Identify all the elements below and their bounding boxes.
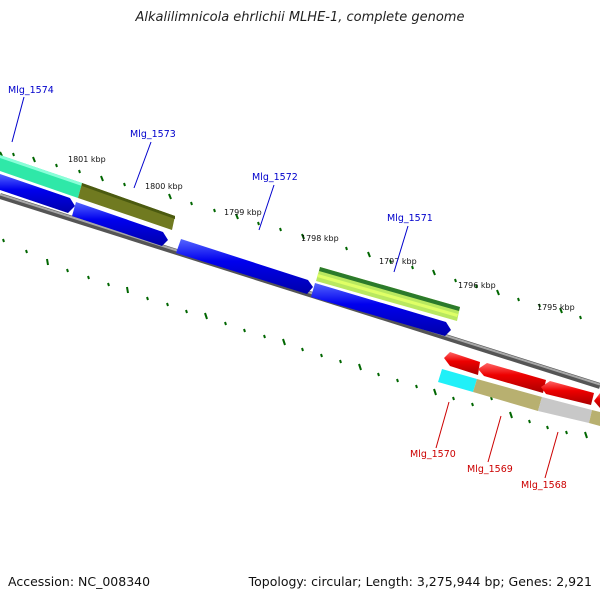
inner-tick-ring <box>2 238 588 439</box>
scale-label-1797: 1797 kbp <box>379 257 417 266</box>
cds-arrow-mlg-1574[interactable] <box>0 174 75 213</box>
cds-arrow-mlg-1572[interactable] <box>176 239 313 294</box>
cds-arrow-mlg-1571[interactable] <box>311 283 451 336</box>
scale-label-1796: 1796 kbp <box>458 281 496 290</box>
gene-leader-lines <box>11 96 559 479</box>
cds-arrow-mlg-1568[interactable] <box>541 381 594 405</box>
cds-arrow-partial[interactable] <box>594 393 600 408</box>
gene-labels: Mlg_1574 Mlg_1573 Mlg_1572 Mlg_1571 Mlg_… <box>8 85 567 491</box>
feature-bar-mlg-1569[interactable] <box>473 379 542 411</box>
genome-info-text: Topology: circular; Length: 3,275,944 bp… <box>248 574 592 589</box>
feature-bar-mlg-1573[interactable] <box>78 183 175 230</box>
outer-tick-ring <box>0 151 582 320</box>
map-title: Alkalilimnicola ehrlichii MLHE-1, comple… <box>135 10 465 25</box>
gene-label-mlg-1572[interactable]: Mlg_1572 <box>252 172 298 183</box>
accession-text: Accession: NC_008340 <box>8 574 151 589</box>
cds-arrow-mlg-1570[interactable] <box>444 352 480 375</box>
cds-arrow-mlg-1569[interactable] <box>478 363 546 393</box>
forward-feature-bars <box>0 155 460 321</box>
reverse-cds-arrows <box>444 352 600 408</box>
gene-label-mlg-1570[interactable]: Mlg_1570 <box>410 449 456 460</box>
feature-bar-mlg-1570[interactable] <box>438 369 477 392</box>
scale-labels: 1801 kbp 1800 kbp 1799 kbp 1798 kbp 1797… <box>68 155 575 312</box>
gene-label-mlg-1569[interactable]: Mlg_1569 <box>467 464 513 475</box>
reverse-feature-bars <box>438 369 600 426</box>
scale-label-1799: 1799 kbp <box>224 208 262 217</box>
scale-label-1800: 1800 kbp <box>145 182 183 191</box>
cds-arrow-mlg-1573[interactable] <box>72 202 168 246</box>
gene-label-mlg-1574[interactable]: Mlg_1574 <box>8 85 54 96</box>
scale-label-1801: 1801 kbp <box>68 155 106 164</box>
gene-label-mlg-1573[interactable]: Mlg_1573 <box>130 129 176 140</box>
scale-label-1795: 1795 kbp <box>537 303 575 312</box>
feature-bar-mlg-1568[interactable] <box>538 397 592 423</box>
gene-label-mlg-1571[interactable]: Mlg_1571 <box>387 213 433 224</box>
forward-cds-arrows <box>0 174 451 336</box>
scale-label-1798: 1798 kbp <box>301 234 339 243</box>
feature-bar-mlg-1574[interactable] <box>0 155 82 198</box>
gene-label-mlg-1568[interactable]: Mlg_1568 <box>521 480 567 491</box>
